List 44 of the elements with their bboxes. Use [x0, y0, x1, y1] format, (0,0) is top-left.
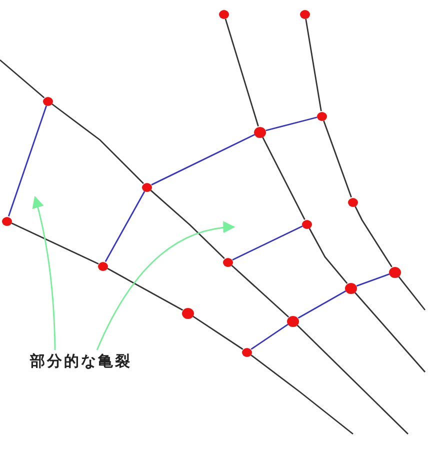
crack-node-dot: [2, 216, 12, 226]
crack-line: [224, 18, 259, 126]
crack-node-dot: [223, 258, 233, 266]
crack-node-dot: [142, 182, 152, 192]
crack-line: [398, 276, 426, 310]
crack-line: [323, 120, 352, 198]
crack-line: [52, 103, 144, 184]
crack-node-dot: [98, 262, 108, 270]
crack-node-dot: [43, 96, 53, 106]
arrow: [96, 222, 236, 350]
crack-node-dot: [219, 10, 229, 18]
partial-crack-line: [356, 273, 390, 287]
crack-node-dot: [300, 10, 310, 18]
partial-crack-line: [298, 290, 346, 319]
partial-crack-line: [104, 191, 146, 262]
crack-node-dot: [302, 220, 312, 228]
crack-line: [296, 324, 408, 434]
crack-line: [250, 354, 354, 435]
crack-node-dot: [348, 198, 358, 206]
crack-line: [0, 59, 45, 98]
crack-line: [107, 268, 184, 311]
crack-node-dot: [345, 282, 357, 294]
partial-crack-line: [250, 324, 288, 350]
crack-node-dot: [317, 112, 327, 120]
crack-node-dot: [254, 126, 266, 138]
crack-line: [150, 190, 225, 260]
crack-line: [262, 137, 306, 220]
arrow: [32, 196, 56, 350]
partial-crack-line: [151, 134, 255, 186]
crack-node-dot: [389, 266, 401, 278]
crack-node-dot: [242, 348, 252, 356]
crack-line: [305, 18, 322, 112]
crack-label: 部分的な亀裂: [30, 352, 132, 371]
crack-node-dot: [182, 308, 194, 318]
partial-crack-line: [8, 106, 48, 216]
partial-crack-line: [266, 116, 318, 132]
crack-line: [231, 264, 290, 318]
crack-line: [354, 292, 426, 372]
crack-node-dot: [287, 316, 299, 326]
crack-line: [11, 222, 99, 265]
crack-line: [354, 206, 392, 268]
partial-crack-line: [232, 226, 303, 260]
crack-line: [192, 316, 244, 350]
crack-line: [308, 228, 348, 284]
